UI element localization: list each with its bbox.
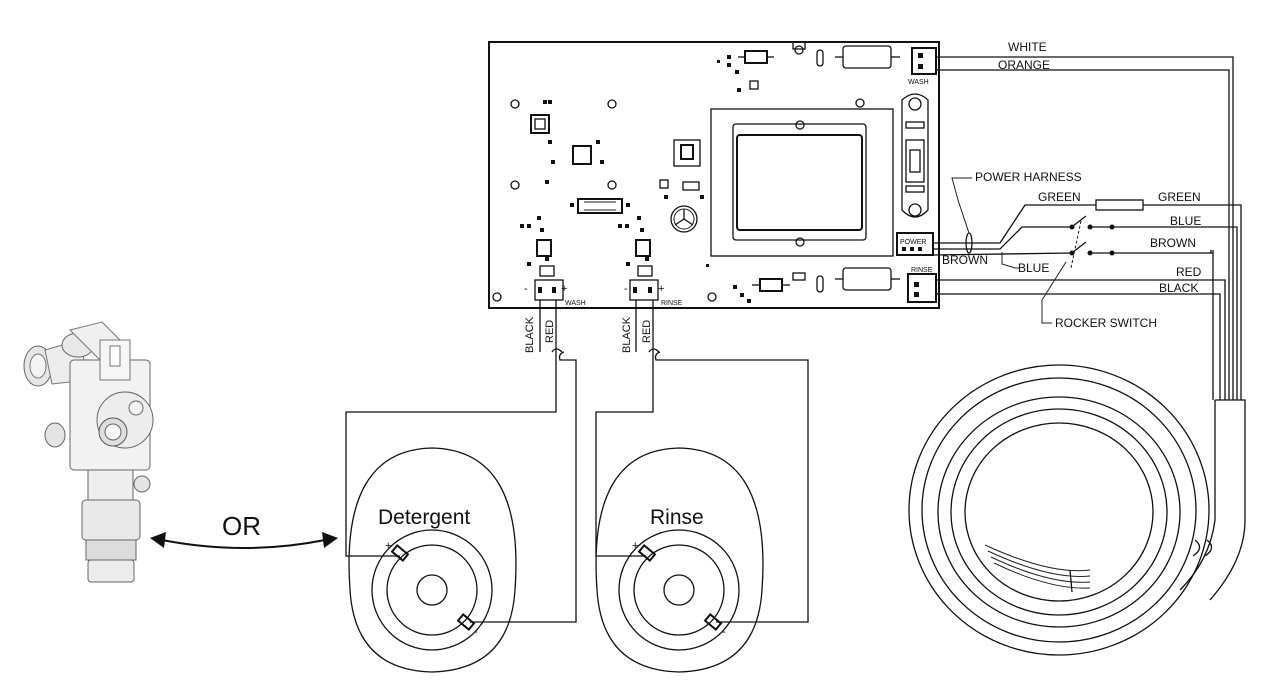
wash-pump-terminal: - + WASH — [524, 279, 586, 307]
wash-connector: WASH — [908, 47, 937, 86]
detergent-pump: + - Detergent — [348, 447, 517, 673]
power-cord-coil — [908, 364, 1246, 656]
wire-label-black: BLACK — [1159, 281, 1198, 295]
circuit-board: WASH POWER RINSE - + WASH - — [488, 41, 940, 309]
rinse-terminal-minus: - — [624, 283, 628, 295]
output-wires: WHITE ORANGE RED BLACK — [936, 40, 1234, 400]
wire-label-white: WHITE — [1008, 40, 1047, 54]
wash-terminal-minus: - — [524, 283, 528, 295]
detergent-minus: - — [474, 626, 478, 638]
wire-label-red: RED — [1176, 265, 1202, 279]
wire-label-brown-left: BROWN — [942, 253, 988, 267]
rinse-connector-label: RINSE — [911, 267, 933, 274]
detergent-pump-label: Detergent — [378, 506, 470, 529]
wire-label-green-right: GREEN — [1158, 190, 1201, 204]
wire-label-blue-right: BLUE — [1170, 214, 1201, 228]
rinse-pump-label: Rinse — [650, 506, 704, 529]
transformer — [710, 108, 894, 257]
power-harness: POWER HARNESS ROCKER SWITCH GREEN GREEN … — [932, 170, 1242, 400]
wire-label-green-left: GREEN — [1038, 190, 1081, 204]
wire-label-orange: ORANGE — [998, 58, 1050, 72]
rinse-plus: + — [632, 540, 638, 552]
rinse-wire-red: RED — [641, 320, 653, 343]
rinse-terminal-plus: + — [658, 283, 664, 295]
fuse-holder — [901, 93, 929, 218]
power-connector-label: POWER — [900, 239, 926, 246]
detergent-wire-black: BLACK — [524, 316, 536, 353]
rinse-minus: - — [722, 626, 726, 638]
detergent-wire-red: RED — [544, 320, 556, 343]
callout-rocker-switch: ROCKER SWITCH — [1055, 316, 1157, 330]
wash-terminal-label: WASH — [565, 300, 586, 307]
wash-connector-label: WASH — [908, 79, 929, 86]
rinse-terminal-label: RINSE — [661, 300, 683, 307]
rinse-driver — [618, 216, 653, 277]
wash-driver — [520, 216, 555, 277]
wire-label-brown-right: BROWN — [1150, 236, 1196, 250]
buzzer-icon — [664, 195, 704, 233]
pump-wires: BLACK RED BLACK RED — [345, 300, 809, 623]
rinse-wire-black: BLACK — [621, 316, 633, 353]
or-arrow: OR — [150, 511, 338, 549]
wash-terminal-plus: + — [561, 283, 567, 295]
wire-label-blue-left: BLUE — [1018, 261, 1049, 275]
or-label: OR — [222, 511, 261, 541]
detergent-plus: + — [385, 540, 391, 552]
solenoid-valve-icon — [23, 321, 154, 583]
callout-power-harness: POWER HARNESS — [975, 170, 1082, 184]
rinse-pump-terminal: - + RINSE — [624, 279, 683, 307]
power-connector: POWER — [896, 232, 934, 256]
rinse-connector: RINSE — [907, 267, 937, 303]
rinse-pump: + - Rinse — [595, 447, 764, 673]
